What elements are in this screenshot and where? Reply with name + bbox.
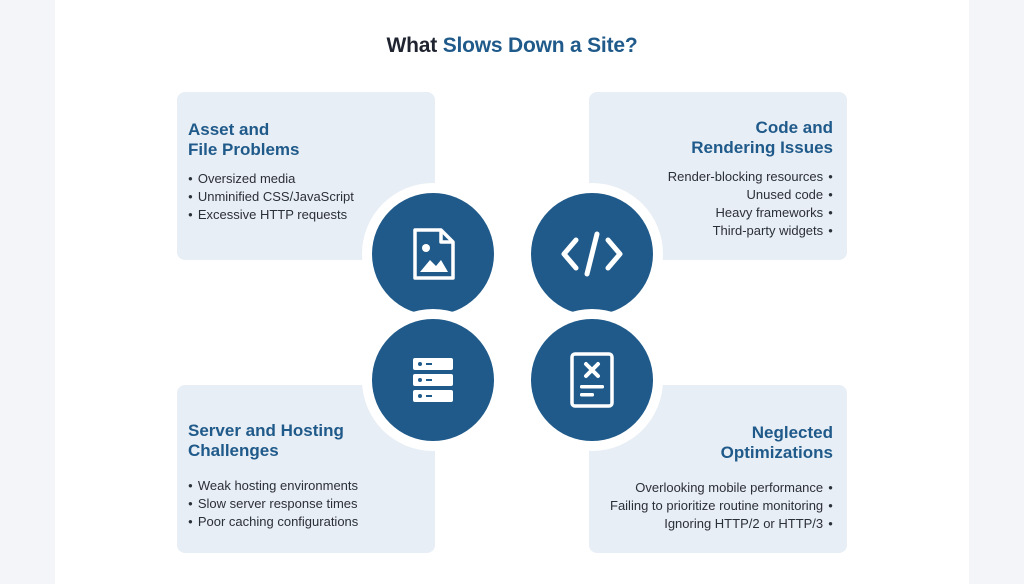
- title-highlight: Slows Down a Site?: [442, 34, 638, 57]
- list-item: Render-blocking resources: [589, 168, 833, 186]
- icon-ring: [521, 183, 663, 325]
- list-item: Overlooking mobile performance: [589, 479, 833, 497]
- icon-ring: [521, 309, 663, 451]
- card-heading: Neglected Optimizations: [720, 423, 833, 462]
- icon-circle: [372, 319, 494, 441]
- list-item: Weak hosting environments: [188, 477, 435, 495]
- list-item: Oversized media: [188, 170, 435, 188]
- server-icon: [413, 358, 453, 402]
- server-hosting-challenges-card: Server and Hosting Challenges Weak hosti…: [177, 385, 435, 553]
- list-item: Slow server response times: [188, 495, 435, 513]
- icon-ring: [362, 183, 504, 325]
- icon-circle: [531, 193, 653, 315]
- list-item: Third-party widgets: [589, 222, 833, 240]
- card-list: Render-blocking resources Unused code He…: [589, 168, 833, 240]
- icon-circle: [531, 319, 653, 441]
- page-title: What Slows Down a Site?: [0, 34, 1024, 58]
- error-document-icon: [570, 352, 614, 408]
- list-item: Unused code: [589, 186, 833, 204]
- title-prefix: What: [386, 34, 438, 57]
- card-list: Weak hosting environments Slow server re…: [188, 477, 435, 531]
- neglected-optimizations-card: Neglected Optimizations Overlooking mobi…: [589, 385, 847, 553]
- image-file-icon: [413, 228, 455, 280]
- card-list: Oversized media Unminified CSS/JavaScrip…: [188, 170, 435, 224]
- asset-file-problems-card: Asset and File Problems Oversized media …: [177, 92, 435, 260]
- code-rendering-issues-card: Code and Rendering Issues Render-blockin…: [589, 92, 847, 260]
- icon-circle: [372, 193, 494, 315]
- card-list: Overlooking mobile performance Failing t…: [589, 479, 833, 533]
- list-item: Ignoring HTTP/2 or HTTP/3: [589, 515, 833, 533]
- list-item: Poor caching configurations: [188, 513, 435, 531]
- icon-ring: [362, 309, 504, 451]
- card-heading: Code and Rendering Issues: [691, 118, 833, 157]
- card-heading: Asset and File Problems: [188, 120, 300, 159]
- code-icon: [561, 231, 623, 277]
- list-item: Heavy frameworks: [589, 204, 833, 222]
- card-heading: Server and Hosting Challenges: [188, 421, 344, 460]
- list-item: Failing to prioritize routine monitoring: [589, 497, 833, 515]
- list-item: Unminified CSS/JavaScript: [188, 188, 435, 206]
- list-item: Excessive HTTP requests: [188, 206, 435, 224]
